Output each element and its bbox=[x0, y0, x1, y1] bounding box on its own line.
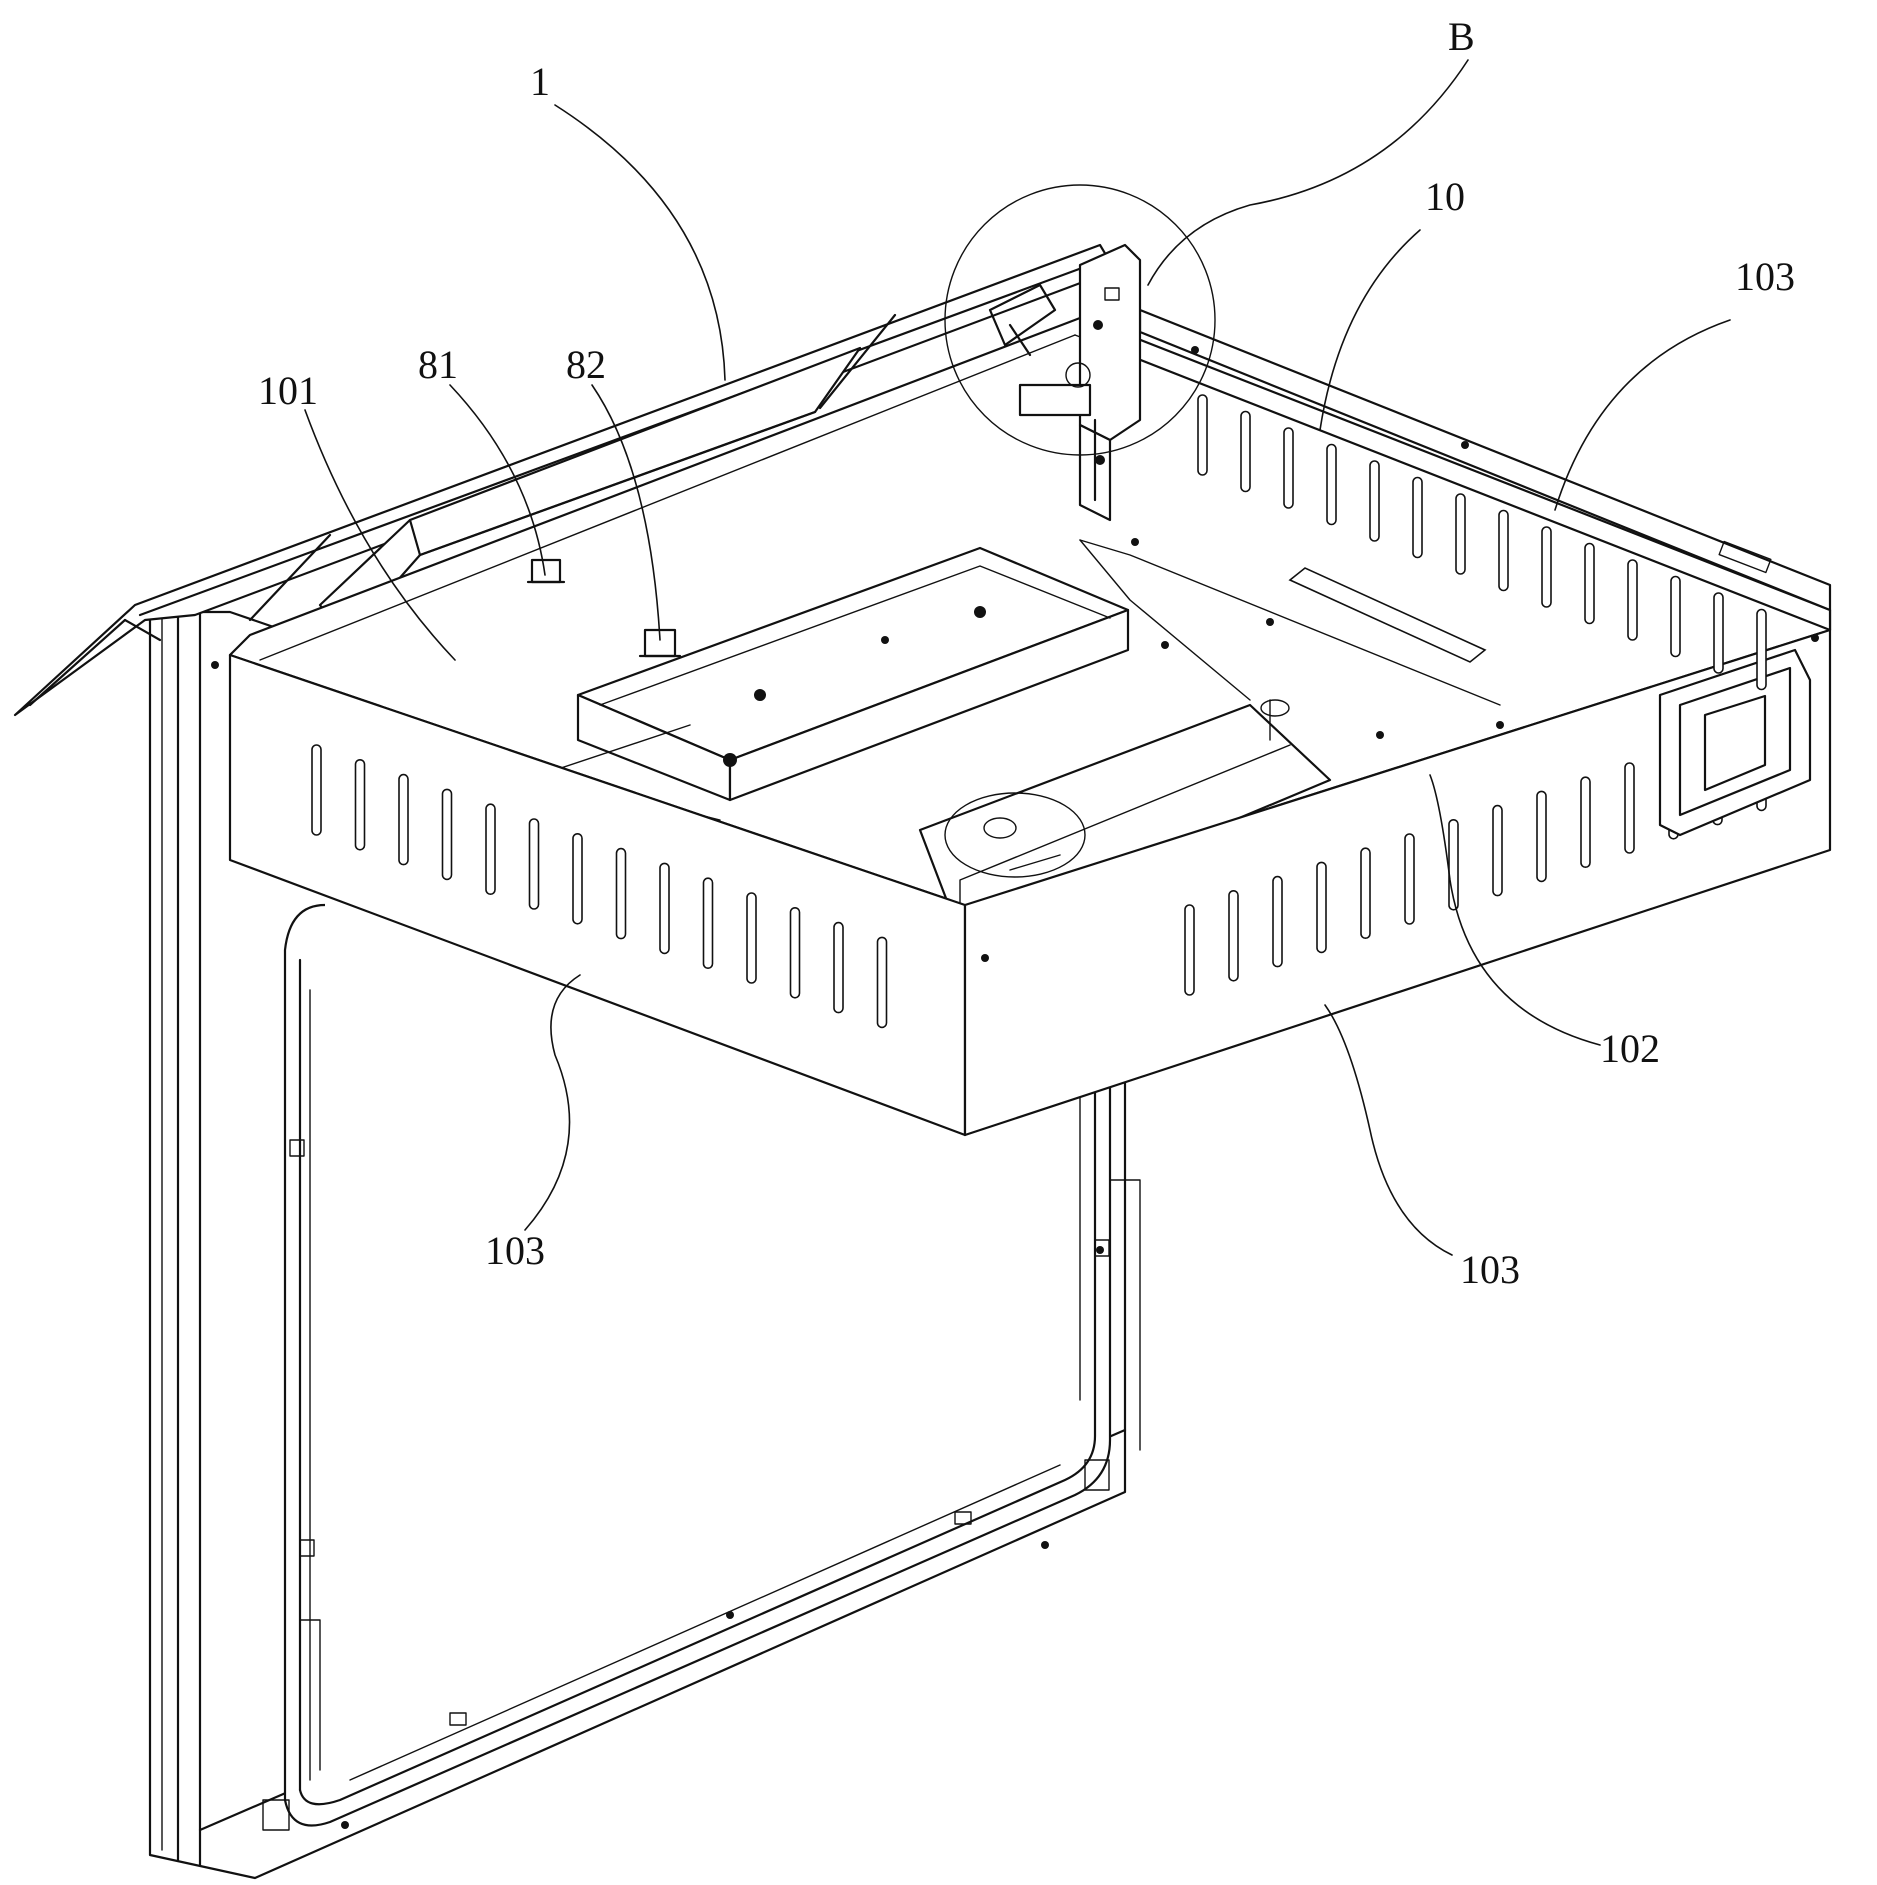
vent-slot bbox=[398, 773, 409, 866]
vent-slot bbox=[1492, 804, 1503, 897]
vent-slot bbox=[1498, 509, 1509, 592]
vent-slot bbox=[572, 832, 583, 925]
vent-slot bbox=[1272, 875, 1283, 968]
side-wall-back-right bbox=[1113, 308, 1832, 691]
vent-slot bbox=[1536, 790, 1547, 883]
callout-1: 1 bbox=[530, 59, 550, 104]
callout-82: 82 bbox=[566, 342, 606, 387]
callout-103-bottom-right: 103 bbox=[1460, 1247, 1520, 1292]
vent-slot bbox=[1316, 861, 1327, 954]
vent-slot bbox=[485, 803, 496, 896]
vent-slot bbox=[789, 906, 801, 999]
hinge-assembly bbox=[944, 184, 1216, 522]
vent-slot bbox=[1404, 833, 1415, 925]
vent-slots bbox=[1197, 394, 1767, 691]
vent-slot bbox=[1455, 493, 1466, 575]
vent-slot bbox=[1670, 575, 1681, 658]
internal-components bbox=[526, 538, 1504, 937]
vent-slot bbox=[1584, 542, 1595, 625]
callout-81: 81 bbox=[418, 342, 458, 387]
vent-slot bbox=[1283, 427, 1294, 509]
vent-slot bbox=[876, 936, 888, 1029]
vent-slot bbox=[746, 892, 757, 984]
callout-103-top-right: 103 bbox=[1735, 254, 1795, 299]
vent-slot bbox=[1360, 847, 1371, 940]
vent-slot bbox=[1228, 889, 1239, 982]
vent-slot bbox=[1713, 592, 1724, 674]
vent-slot bbox=[1326, 443, 1337, 526]
vent-slot bbox=[354, 758, 366, 851]
callout-B: B bbox=[1448, 14, 1475, 59]
vent-slot bbox=[1624, 762, 1635, 854]
vent-slot bbox=[1756, 608, 1767, 691]
vent-slot bbox=[659, 862, 670, 955]
side-wall-front-left bbox=[228, 653, 967, 1137]
vent-slot bbox=[833, 921, 844, 1014]
vent-slot bbox=[1541, 526, 1552, 608]
callout-103-bottom-left: 103 bbox=[485, 1228, 545, 1273]
vent-slots bbox=[311, 744, 888, 1029]
vent-slot bbox=[1197, 394, 1208, 476]
callout-102: 102 bbox=[1600, 1026, 1660, 1071]
vent-slot bbox=[702, 877, 714, 970]
callout-10: 10 bbox=[1425, 174, 1465, 219]
vent-slot bbox=[1184, 904, 1195, 996]
vent-slot bbox=[1627, 559, 1638, 641]
vent-slot bbox=[528, 818, 540, 910]
callout-101: 101 bbox=[258, 368, 318, 413]
vent-slot bbox=[441, 788, 453, 881]
vent-slot bbox=[311, 744, 322, 836]
vent-slot bbox=[1412, 476, 1423, 559]
vent-slot bbox=[1580, 776, 1591, 869]
callouts: 1 B 10 103 81 82 101 102 103 103 bbox=[258, 14, 1795, 1292]
leader-lines bbox=[304, 59, 1731, 1256]
vent-slot bbox=[1369, 460, 1380, 542]
vent-slot bbox=[1240, 410, 1251, 493]
side-wall-front-right bbox=[963, 628, 1832, 1137]
vent-slot bbox=[615, 847, 627, 940]
